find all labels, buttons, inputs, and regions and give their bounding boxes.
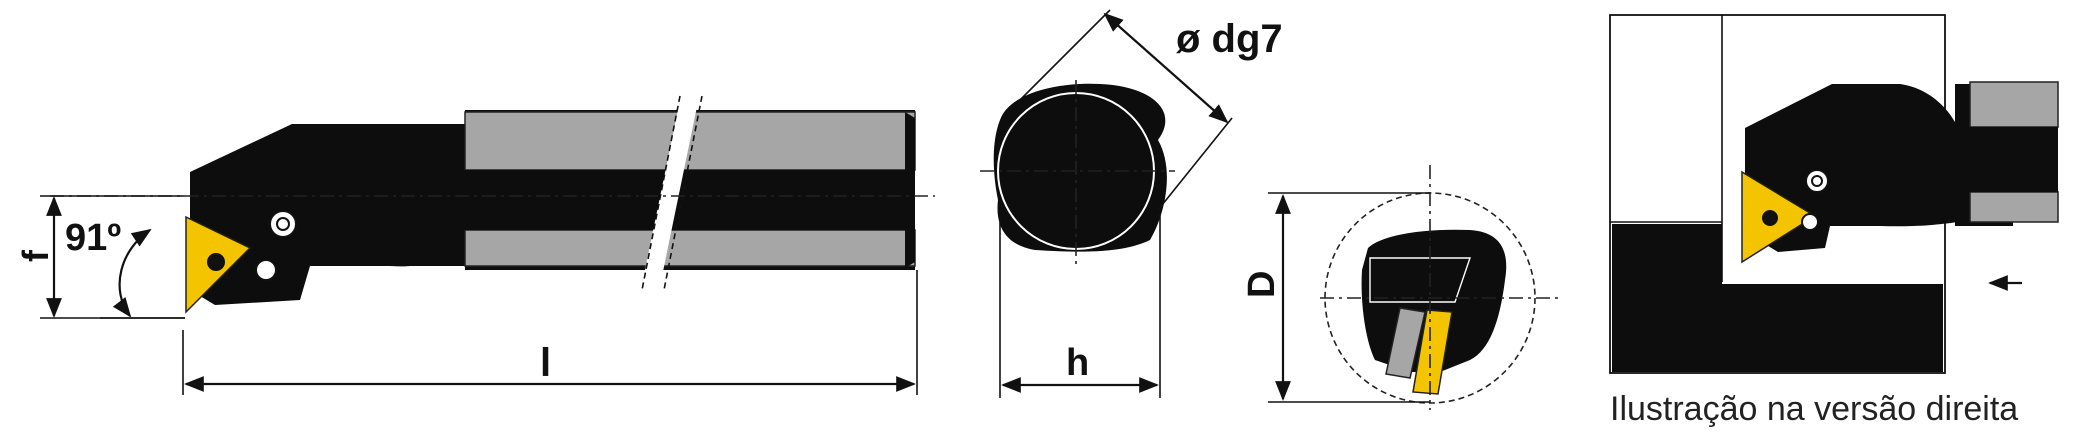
h-label: h	[1066, 342, 1089, 384]
workpiece-body	[1612, 224, 1943, 372]
illus-screw-socket	[1811, 175, 1823, 187]
illus-insert	[1741, 170, 1817, 264]
pin-icon	[255, 259, 277, 281]
break-gap	[641, 94, 699, 292]
angle-arc	[112, 228, 152, 318]
right-hand-illustration	[1609, 14, 2059, 374]
insert-side-yellow	[1412, 309, 1453, 395]
tool-neck	[370, 124, 465, 266]
break-line-2	[663, 95, 703, 291]
illus-flat-bottom	[1969, 191, 2059, 223]
shank-end	[905, 112, 915, 268]
illus-pin-icon	[1801, 213, 1819, 231]
f-label: f	[15, 249, 56, 262]
insert-side-gray	[1385, 307, 1426, 379]
dg7-label: ø dg7	[1176, 17, 1283, 61]
dg7-ext-1	[1019, 9, 1111, 101]
angle-label: 91º	[65, 217, 121, 259]
l-label: l	[540, 341, 551, 385]
dg7-ext-2	[1157, 117, 1233, 211]
illus-screw-icon	[1805, 169, 1829, 193]
dg7-dim-line	[1103, 12, 1229, 124]
illus-insert-hole	[1762, 210, 1778, 226]
bar-facet	[1369, 257, 1471, 303]
shank-section	[993, 83, 1167, 252]
shank-flat-bottom	[464, 229, 916, 267]
illus-shank-center	[1960, 127, 2058, 192]
insert-hole	[207, 253, 225, 271]
front-view	[980, 9, 1233, 398]
illustration-caption: Ilustração na versão direita	[1610, 390, 2018, 428]
side-view	[40, 94, 935, 395]
illus-flat-top	[1969, 81, 2059, 128]
bore-view	[1268, 165, 1560, 410]
screw-socket	[276, 217, 290, 231]
D-label: D	[1241, 271, 1283, 298]
screw-icon	[269, 210, 297, 238]
break-line-1	[641, 95, 681, 291]
